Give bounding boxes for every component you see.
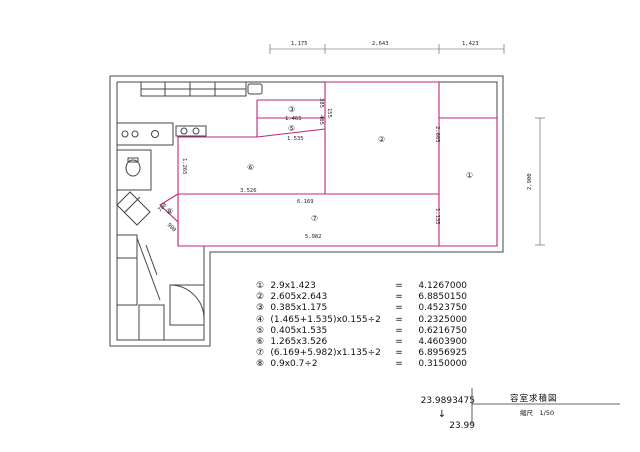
calc-no: ② [256,292,265,303]
calc-row: ① 2.9x1.423 = 4.1267000 [256,281,476,292]
area-calculation-table: ① 2.9x1.423 = 4.1267000 ② 2.605x2.643 = … [256,281,476,371]
area-outlines [159,81,498,247]
calc-value: 4.1267000 [418,281,468,291]
calc-row: ⑥ 1.265x3.526 = 4.4603900 [256,337,476,348]
label-900: 900 [166,222,177,233]
right-dimension-line [535,117,545,246]
calc-expr: (1.465+1.535)x0.155÷2 [270,314,381,325]
label-6169: 6.169 [297,199,314,205]
calc-expr: 1.265x3.526 [270,336,328,347]
title-block [471,388,620,424]
calc-row: ② 2.605x2.643 = 6.8850150 [256,292,476,303]
top-dimension-line [269,44,505,54]
room-mark-6: ⑥ [247,163,254,172]
calc-eq: = [395,348,403,359]
calc-no: ⑦ [256,348,265,359]
calc-value: 6.8850150 [418,292,468,303]
calc-expr: 2.9x1.423 [270,281,316,291]
label-3526: 3.526 [240,188,257,194]
label-2605: 2.605 [434,126,440,143]
calc-value: 6.8956925 [418,348,468,359]
calc-eq: = [395,325,403,336]
top-dim-3: 1,423 [462,41,479,47]
label-1135: 1.135 [434,208,440,225]
calc-row: ③ 0.385x1.175 = 0.4523750 [256,303,476,314]
top-dim-2: 2,643 [372,41,389,47]
label-385: 385 [318,98,324,108]
label-1465: 1.465 [285,116,302,122]
down-arrow-icon: ↓ [437,409,447,420]
room-mark-3: ③ [288,105,295,114]
label-5982: 5.982 [305,234,322,240]
calc-row: ⑦ (6.169+5.982)x1.135÷2 = 6.8956925 [256,348,476,359]
calc-eq: = [395,359,403,370]
calc-eq: = [395,281,403,291]
calc-no: ⑤ [256,325,265,336]
calc-row: ④ (1.465+1.535)x0.155÷2 = 0.2325000 [256,315,476,326]
calc-value: 4.4603900 [418,336,468,347]
room-mark-7: ⑦ [311,214,318,223]
calc-eq: = [395,292,403,303]
room-mark-2: ② [378,135,385,144]
calc-no: ③ [256,303,265,314]
calc-no: ⑧ [256,359,265,370]
right-dim: 2,900 [527,173,533,190]
label-1265: 1.265 [181,158,187,175]
calc-value: 0.2325000 [418,314,468,325]
calc-expr: 0.405x1.535 [270,325,328,336]
label-405: 405 [318,115,324,125]
calc-row: ⑤ 0.405x1.535 = 0.6216750 [256,326,476,337]
label-1535: 1.535 [287,136,304,142]
calc-value: 0.6216750 [418,325,468,336]
top-dim-1: 1,175 [291,41,308,47]
calc-no: ⑥ [256,336,265,347]
calc-expr: 0.9x0.7÷2 [270,359,318,370]
calc-row: ⑧ 0.9x0.7÷2 = 0.3150000 [256,359,476,370]
rounded-total-area: 23.99 [449,421,475,431]
calc-expr: 0.385x1.175 [270,303,328,314]
room-mark-5: ⑤ [288,124,295,133]
calc-value: 0.3150000 [418,359,468,370]
drawing-title: 容室求積図 [510,394,558,404]
calc-expr: (6.169+5.982)x1.135÷2 [270,348,381,359]
room-mark-1: ① [466,171,473,180]
calc-no: ④ [256,314,265,325]
calc-eq: = [395,336,403,347]
calc-no: ① [256,281,265,291]
walls [109,75,504,347]
room-mark-8: ⑧ [166,207,173,216]
label-700: 700 [157,202,168,213]
calc-expr: 2.605x2.643 [270,292,328,303]
calc-eq: = [395,314,403,325]
calc-value: 0.4523750 [418,303,468,314]
total-area: 23.9893475 [420,396,475,406]
calc-eq: = [395,303,403,314]
drawing-scale: 縮尺 1/50 [520,409,555,417]
label-155: 155 [326,108,332,118]
